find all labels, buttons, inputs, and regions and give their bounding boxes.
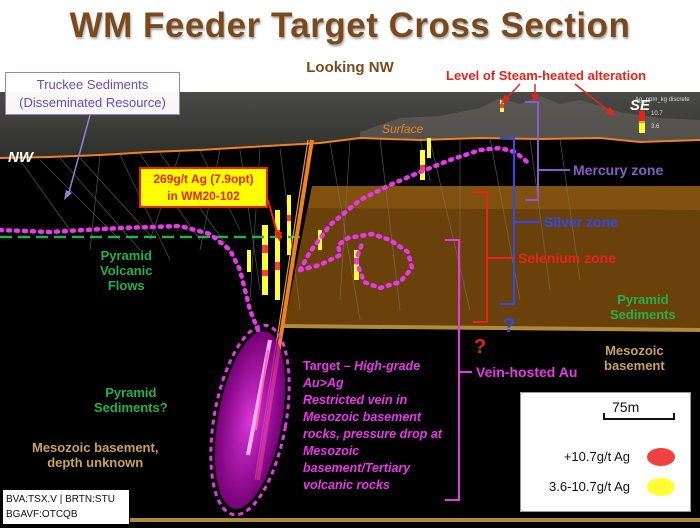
truckee-pointer [67,114,91,197]
direction-se: SE [630,97,651,114]
surface-line [0,136,700,159]
callout-line-2: in WM20-102 [167,189,240,203]
target-description: Target – High-grade Au>Ag Restricted vei… [303,358,442,494]
scale-label: 75m [612,399,640,415]
ticker-box: BVA:TSX.V | BRTN:STU BGAVF:OTCQB [3,490,129,524]
diagram-title: WM Feeder Target Cross Section [69,6,631,45]
mesozoic-unknown-line-2: depth unknown [47,455,144,470]
vein-au-label: Vein-hosted Au [476,364,577,380]
pyramid-sediments-q-line-1: Pyramid [105,385,157,400]
drill-intercepts [247,100,504,300]
pyramid-volcanic-label: Pyramid Volcanic Flows [100,248,153,293]
target-line-7: basement/Tertiary [303,461,411,475]
pyramid-volcanic-line-1: Pyramid [100,248,152,263]
vein-au-bracket [445,239,460,501]
colorbar-value-2: 3.6 [651,124,660,130]
target-line-8: volcanic rocks [303,478,390,492]
ticker-line-2: BGAVF:OTCQB [6,509,78,520]
diagram-subtitle: Looking NW [306,59,394,76]
legend-swatch-high [647,448,675,466]
mesozoic-right-label: Mesozoic basement [604,343,665,373]
truckee-label-box: Truckee Sediments (Disseminated Resource… [5,72,180,115]
question-mark-red: ? [474,336,486,358]
basement-contact [283,324,700,332]
target-line-1: Target – High-grade [303,358,442,375]
colorbar-value-1: 10.7 [651,111,663,117]
pyramid-sediments-right-label: Pyramid Sediments [610,292,676,322]
colorbar-title: Ag_ppm_kg discrete [635,97,690,103]
legend-label-high: +10.7g/t Ag [563,449,630,464]
legend-swatch-mid [647,478,675,496]
legend-panel: +10.7g/t Ag 3.6-10.7g/t Ag [520,392,691,512]
target-line-2: Au>Ag [303,376,344,390]
callout-line-1: 269g/t Ag (7.9opt) [153,172,254,186]
truckee-pointer-head [64,190,72,200]
steam-alteration-label: Level of Steam-heated alteration [446,68,647,83]
ticker-line-1: BVA:TSX.V | BRTN:STU [6,494,115,505]
mesozoic-unknown-label: Mesozoic basement, depth unknown [32,440,158,470]
steam-arrows [500,83,616,117]
legend-item-mid: 3.6-10.7g/t Ag [521,477,690,497]
target-line-4: Mesozoic basement [303,410,422,424]
assay-callout: 269g/t Ag (7.9opt) in WM20-102 [139,167,268,208]
pyramid-sediments-right-line-2: Sediments [610,307,676,322]
target-lead-italic: High-grade [354,359,421,373]
silver-zone-label: Silver zone [544,214,618,230]
pyramid-sediments-right-line-1: Pyramid [617,292,669,307]
legend-item-high: +10.7g/t Ag [521,447,690,467]
mercury-bracket [525,101,539,201]
mesozoic-right-line-1: Mesozoic [605,343,664,358]
surface-label: Surface [382,122,424,136]
truckee-line-1: Truckee Sediments [36,77,149,92]
pyramid-sediments-q-line-2: Sediments? [94,400,168,415]
scale-bar [603,413,675,420]
mesozoic-unknown-line-1: Mesozoic basement, [32,440,159,455]
target-ellipse [214,331,286,509]
question-mark-blue: ? [503,315,515,337]
colorbar-swatch [639,111,645,133]
alteration-boundary [0,145,533,333]
legend-label-mid: 3.6-10.7g/t Ag [549,479,630,494]
topography-hills [360,96,700,142]
direction-nw: NW [8,149,35,166]
callout-pointer-head [274,232,282,242]
target-lead: Target – [303,359,355,373]
target-vein-core [255,349,269,431]
truckee-line-2: (Disseminated Resource) [19,95,166,110]
pyramid-volcanic-line-3: Flows [107,278,145,293]
pyramid-volcanic-line-2: Volcanic [100,263,153,278]
pyramid-sediments-q-label: Pyramid Sediments? [94,385,168,415]
sediment-upper-band [308,186,700,210]
mesozoic-right-line-2: basement [604,358,665,373]
callout-pointer [267,199,279,237]
target-line-5: rocks, pressure drop at [303,427,442,441]
target-line-6: Mesozoic [303,444,360,458]
mercury-zone-label: Mercury zone [573,162,663,178]
grade-colorbar: Ag_ppm_kg discrete 10.7 3.6 [635,97,690,137]
selenium-zone-label: Selenium zone [518,250,616,266]
target-ellipse-outline [209,323,291,517]
target-line-3: Restricted vein in [303,393,408,407]
